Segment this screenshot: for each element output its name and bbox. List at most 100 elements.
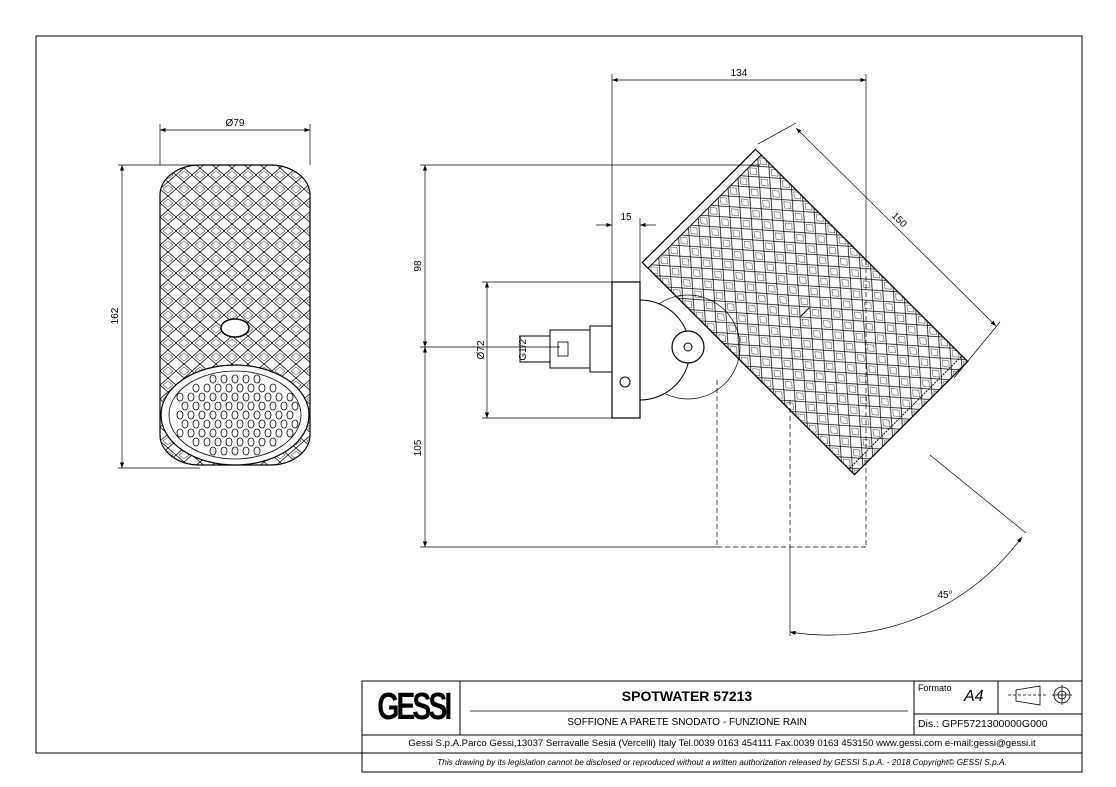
nozzle	[275, 410, 283, 420]
nozzle	[258, 383, 266, 393]
nozzle	[209, 446, 217, 456]
nozzle	[236, 401, 244, 411]
nozzle	[209, 374, 217, 384]
nozzle	[269, 401, 277, 411]
nozzle	[269, 419, 277, 429]
nozzle	[253, 428, 261, 438]
nozzle	[203, 401, 211, 411]
drawing-number: Dis.: GPF5721300000G000	[918, 718, 1048, 730]
nozzle	[225, 383, 233, 393]
dim-body-length: 150	[889, 210, 909, 230]
dim-plate-diameter: Ø72	[476, 340, 487, 359]
nozzle	[258, 419, 266, 429]
nozzle	[225, 437, 233, 447]
nozzle	[236, 383, 244, 393]
nozzle	[192, 437, 200, 447]
projection-symbol	[1008, 685, 1072, 706]
nozzle	[181, 401, 189, 411]
nozzle	[242, 446, 250, 456]
nozzle	[198, 410, 206, 420]
company-info: Gessi S.p.A.Parco Gessi,13037 Serravalle…	[408, 738, 1036, 749]
nozzle	[203, 383, 211, 393]
nozzle	[176, 428, 184, 438]
nozzle	[253, 392, 261, 402]
format-value: A4	[964, 688, 984, 705]
nozzle	[187, 392, 195, 402]
nozzle	[187, 428, 195, 438]
nozzle	[280, 419, 288, 429]
nozzle	[209, 392, 217, 402]
nozzle	[242, 392, 250, 402]
nozzle	[280, 401, 288, 411]
format-label: Formato	[918, 683, 952, 693]
wall-plate	[611, 281, 641, 419]
pivot-hole	[220, 318, 250, 338]
nozzle	[242, 410, 250, 420]
nozzle	[187, 410, 195, 420]
product-description: SOFFIONE A PARETE SNODATO - FUNZIONE RAI…	[567, 717, 807, 728]
nozzle	[242, 374, 250, 384]
nozzle	[225, 419, 233, 429]
nozzle	[176, 392, 184, 402]
nozzle	[231, 446, 239, 456]
shower-body	[641, 148, 969, 476]
nozzle	[176, 410, 184, 420]
dim-front-diameter: Ø79	[226, 118, 245, 129]
nozzle	[220, 392, 228, 402]
nozzle	[264, 428, 272, 438]
nozzle	[253, 446, 261, 456]
nozzle	[286, 410, 294, 420]
side-dimensions	[420, 74, 1027, 636]
nozzle	[214, 419, 222, 429]
nozzle	[264, 410, 272, 420]
side-view	[519, 148, 969, 476]
nozzle	[231, 374, 239, 384]
nozzle	[231, 392, 239, 402]
nozzle	[209, 410, 217, 420]
nozzle	[269, 437, 277, 447]
nozzle	[236, 437, 244, 447]
nozzle	[203, 437, 211, 447]
nozzle	[231, 428, 239, 438]
copyright-notice: This drawing by its legislation cannot b…	[437, 757, 1007, 767]
nozzle	[275, 428, 283, 438]
nozzle	[264, 392, 272, 402]
nozzle	[209, 428, 217, 438]
nozzle	[181, 419, 189, 429]
dim-tilt-angle: 45°	[937, 590, 952, 601]
rain-face	[160, 364, 310, 466]
nozzle	[192, 383, 200, 393]
nozzle	[214, 401, 222, 411]
nozzle	[198, 392, 206, 402]
nozzle	[253, 374, 261, 384]
nozzle	[291, 419, 299, 429]
nozzle	[242, 428, 250, 438]
dim-projection: 134	[731, 68, 748, 79]
dim-front-height: 162	[110, 307, 121, 324]
nozzle	[258, 401, 266, 411]
nozzle	[198, 428, 206, 438]
nozzle	[214, 437, 222, 447]
dim-lower-height: 105	[413, 439, 424, 456]
dim-thread: G1/2"	[518, 335, 529, 361]
title-block-grid	[361, 680, 1083, 773]
nozzle	[291, 401, 299, 411]
nozzle	[236, 419, 244, 429]
nozzle	[192, 419, 200, 429]
nozzle	[220, 410, 228, 420]
nozzle	[214, 383, 222, 393]
nozzle	[275, 392, 283, 402]
nozzle	[269, 383, 277, 393]
nozzle	[286, 428, 294, 438]
nozzle	[220, 374, 228, 384]
nozzle	[286, 392, 294, 402]
product-title: SPOTWATER 57213	[621, 688, 753, 704]
nozzle	[192, 401, 200, 411]
nozzle	[225, 401, 233, 411]
gessi-logo: GESSI	[377, 686, 452, 728]
dim-upper-height: 98	[413, 260, 424, 272]
dim-plate-thickness: 15	[620, 212, 632, 223]
nozzle	[231, 410, 239, 420]
nozzle	[258, 437, 266, 447]
